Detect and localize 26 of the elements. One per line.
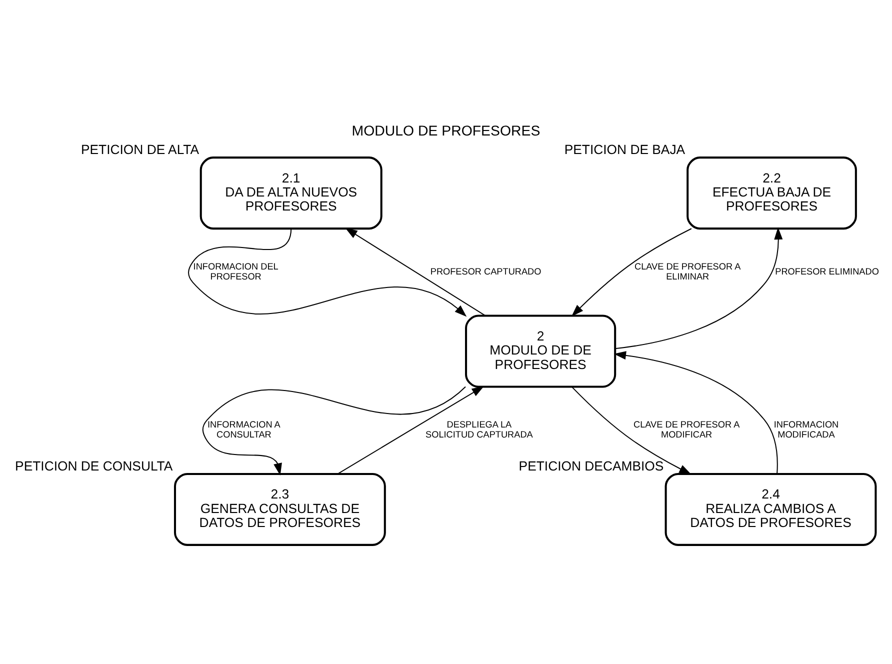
edge-label: INFORMACION DEL PROFESOR — [193, 260, 278, 281]
arrow — [202, 386, 466, 475]
diagram-title: MODULO DE PROFESORES — [352, 122, 540, 139]
edge-label: CLAVE DE PROFESOR A ELIMINAR — [634, 260, 741, 281]
edge-label: PROFESOR CAPTURADO — [430, 266, 542, 276]
node-label: PETICION DE BAJA — [564, 141, 686, 156]
arrow — [571, 228, 692, 316]
edge-label: INFORMACION A CONSULTAR — [208, 419, 280, 440]
node-label: PETICION DE ALTA — [80, 141, 200, 156]
node-box: 2.4 REALIZA CAMBIOS A DATOS DE PROFESORES — [664, 472, 877, 546]
node-box: 2.3 GENERA CONSULTAS DE DATOS DE PROFESORES — [174, 472, 386, 546]
arrow — [345, 227, 486, 316]
arrow — [337, 386, 484, 474]
arrow — [615, 226, 783, 349]
node-label: PETICION DECAMBIOS — [518, 458, 664, 473]
arrow — [188, 228, 467, 316]
node-box: 2 MODULO DE DE PROFESORES — [465, 314, 616, 388]
node-box: 2.2 EFECTUA BAJA DE PROFESORES — [686, 156, 857, 230]
edge-label: INFORMACION MODIFICADA — [774, 419, 839, 440]
edge-label: PROFESOR ELIMINADO — [775, 266, 879, 276]
edge-label: DESPLIEGA LA SOLICITUD CAPTURADA — [426, 419, 533, 440]
node-box: 2.1 DA DE ALTA NUEVOS PROFESORES — [200, 156, 382, 230]
node-label: PETICION DE CONSULTA — [15, 458, 173, 473]
arrow — [572, 386, 692, 474]
arrow — [614, 350, 778, 474]
edge-label: CLAVE DE PROFESOR A MODIFICAR — [634, 419, 740, 440]
